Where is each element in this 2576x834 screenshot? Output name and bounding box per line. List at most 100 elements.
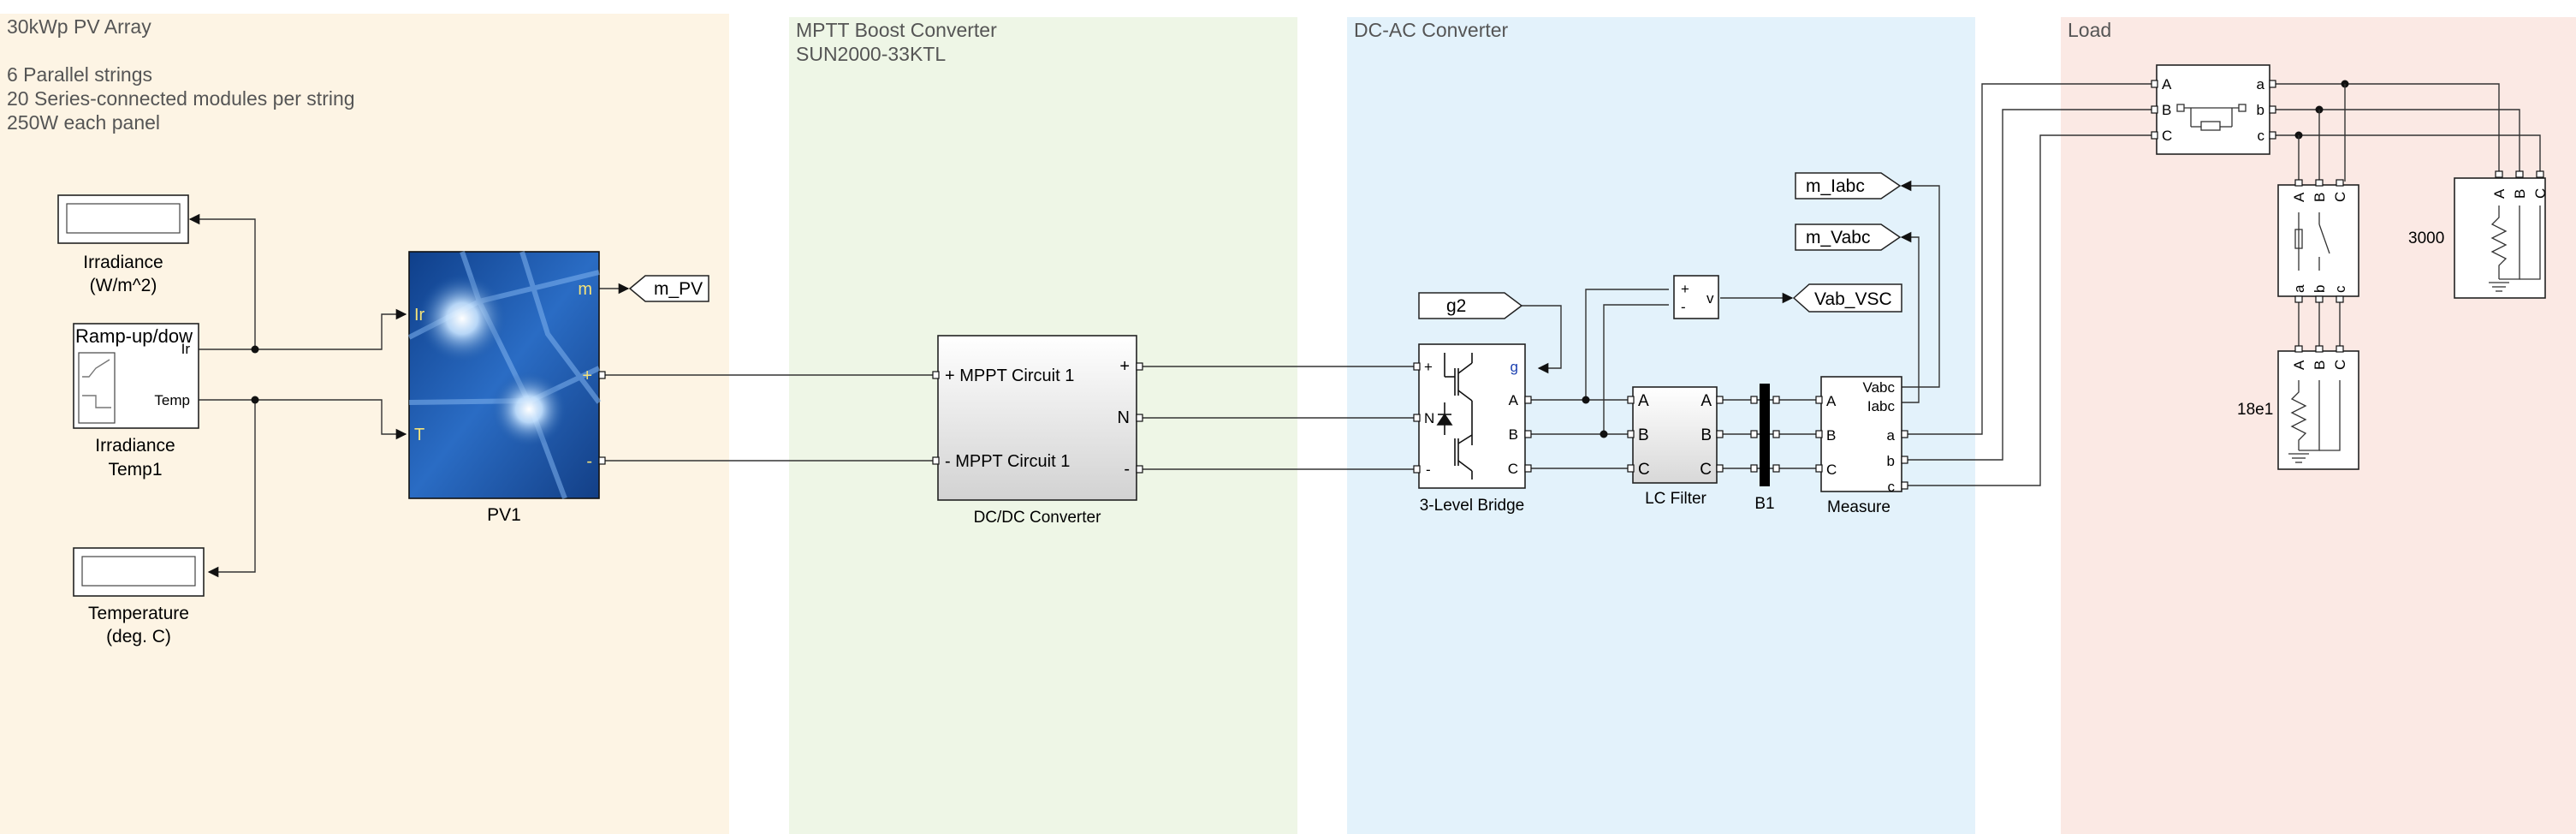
dcdc-label: DC/DC Converter [974,509,1102,527]
bridge-port-plus: + [1424,359,1433,375]
measure-block[interactable]: Vabc Iabc A B C a b c Measure [1815,376,1908,516]
measure-in-c: C [1826,462,1837,478]
g2-tag-text: g2 [1446,296,1466,316]
m-pv-tag-text: m_PV [654,279,703,299]
bus-label: B1 [1754,495,1774,513]
load18e1-label: 18e1 [2237,401,2273,419]
voltmeter-port-plus: + [1681,281,1689,297]
lc-in-c: C [1638,461,1650,479]
temperature-display-label-1: Temperature [88,604,189,623]
m-vabc-goto-tag[interactable]: m_Vabc [1795,223,1902,251]
xfmr-mid-bot-a: a [2291,284,2307,293]
ramp-block[interactable]: Ramp-up/dow Ir Temp Irradiance Temp1 [73,323,199,480]
three-level-bridge-block[interactable]: + N - g A B C 3-Level Bridge [1413,343,1532,515]
measure-out-a: a [1887,427,1896,444]
xfmr-mid-bot-b: b [2312,285,2328,293]
solar-panel-icon [418,274,507,363]
load3000-port-c: C [2532,188,2549,199]
ramp-port-temp: Temp [154,392,190,408]
xfmr-mid-bot-c: c [2332,285,2348,293]
xfmr-top-in-c: C [2162,128,2172,144]
bridge-port-c: C [1508,461,1518,477]
m-pv-goto-tag[interactable]: m_PV [628,275,709,302]
irradiance-display[interactable]: Irradiance (W/m^2) [57,194,189,295]
ramp-port-ir: Ir [181,341,191,357]
measure-out-c: c [1888,479,1896,495]
pv1-port-t: T [414,426,424,444]
bridge-port-a: A [1509,392,1519,408]
dcdc-converter-block[interactable]: + MPPT Circuit 1 - MPPT Circuit 1 + N - … [932,335,1143,527]
temperature-display-label-2: (deg. C) [106,627,171,646]
bus-b1[interactable]: B1 [1750,384,1780,513]
svg-text:6 Parallel strings: 6 Parallel strings [7,63,152,86]
svg-text:Load: Load [2068,19,2111,41]
xfmr-mid-top-a: A [2291,192,2307,202]
measure-out-b: b [1887,453,1895,469]
region-mppt-subtitle: SUN2000-33KTL [796,43,946,65]
g2-from-tag[interactable]: g2 [1418,292,1523,319]
voltmeter-port-v: v [1706,290,1714,307]
load18e1-port-a: A [2291,360,2307,370]
load18e1-port-c: C [2332,360,2348,370]
load3000-label: 3000 [2408,229,2444,247]
pv1-port-plus: + [582,366,592,385]
vab-vsc-goto-tag[interactable]: Vab_VSC [1792,283,1902,313]
load-transformer-mid[interactable]: A B C a b c [2277,179,2359,303]
pv1-port-minus: - [586,452,592,471]
pv1-block[interactable]: Ir T m + - PV1 [407,251,606,525]
irradiance-display-label-2: (W/m^2) [90,276,157,295]
pv1-label: PV1 [487,505,521,525]
region-pv-line-2: 6 Parallel strings [7,63,152,86]
bridge-port-minus: - [1426,462,1431,478]
load3000-port-a: A [2491,188,2508,199]
m-iabc-goto-tag[interactable]: m_Iabc [1795,172,1902,200]
voltmeter-port-minus: - [1681,299,1686,315]
svg-text:30kWp PV Array: 30kWp PV Array [7,15,151,38]
breaker-icon [2176,104,2247,131]
svg-text:SUN2000-33KTL: SUN2000-33KTL [796,43,946,65]
measure-port-iabc: Iabc [1867,398,1896,414]
resistor-icon [2490,206,2508,279]
xfmr-top-in-b: B [2162,102,2171,118]
ramp-label-2: Temp1 [108,460,162,480]
vab-vsc-tag-text: Vab_VSC [1814,289,1892,309]
svg-text:DC-AC Converter: DC-AC Converter [1354,19,1509,41]
bridge-port-g: g [1511,359,1518,375]
measure-port-vabc: Vabc [1863,379,1896,396]
switch-icon [2294,212,2330,271]
dcdc-out-plus: + [1119,357,1130,376]
xfmr-top-out-a: a [2257,76,2265,92]
load-3000[interactable]: A B C 3000 [2408,170,2549,299]
region-mppt-title: MPTT Boost Converter [796,19,997,41]
resistor-icon [2290,380,2307,450]
region-load-title: Load [2068,19,2111,41]
bridge-port-n: N [1424,410,1434,426]
svg-text:20 Series-connected modules pe: 20 Series-connected modules per string [7,87,355,110]
lc-in-b: B [1638,426,1649,444]
voltage-measurement-block[interactable]: + - v [1673,275,1719,319]
bridge-label: 3-Level Bridge [1420,497,1525,515]
step-down-icon [82,395,111,408]
lc-out-c: C [1700,461,1712,479]
dcdc-out-n: N [1118,408,1130,427]
measure-in-a: A [1826,393,1837,409]
igbt-icon [1436,353,1473,480]
lc-filter-block[interactable]: A B C A B C LC Filter [1627,386,1724,508]
xfmr-mid-top-b: B [2312,193,2328,202]
lc-out-a: A [1701,392,1712,410]
svg-text:MPTT Boost Converter: MPTT Boost Converter [796,19,997,41]
dcdc-in-plus: + MPPT Circuit 1 [945,366,1074,385]
load-transformer-top[interactable]: A B C a b c [2151,64,2276,155]
load-18e1[interactable]: A B C 18e1 [2237,345,2359,470]
region-pv-line-4: 250W each panel [7,111,160,134]
ramp-up-icon [82,359,110,378]
pv1-port-m: m [578,280,592,299]
pv1-port-ir: Ir [414,306,425,325]
ramp-title: Ramp-up/dow [75,325,193,347]
load3000-port-b: B [2512,189,2528,199]
temperature-display[interactable]: Temperature (deg. C) [73,547,205,646]
region-pv-line-3: 20 Series-connected modules per string [7,87,355,110]
irradiance-display-label-1: Irradiance [83,253,163,272]
lc-out-b: B [1701,426,1712,444]
